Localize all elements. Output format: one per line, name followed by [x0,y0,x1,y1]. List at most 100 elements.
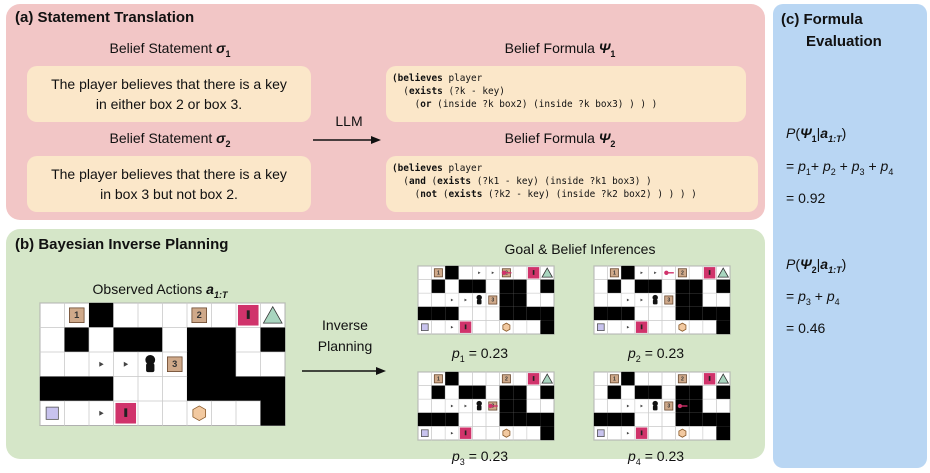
wall [445,266,459,280]
wall [445,372,459,386]
box-icon [677,374,687,384]
box-label: 1 [437,270,440,276]
wall [113,327,138,352]
door-keyhole [464,324,467,330]
hypothesis-prob-2: p2 = 0.23 [628,345,685,364]
box-icon [664,401,674,411]
player-body [476,405,482,411]
wall [187,327,212,352]
grid-cell [540,398,555,414]
wall [621,266,635,280]
gem-square-icon [421,323,429,331]
wall [702,306,717,321]
gem-square-icon [597,429,605,437]
wall [418,412,432,427]
box-icon [433,268,443,278]
box-icon [664,295,674,305]
wall [607,385,622,400]
wall [716,426,730,440]
wall [40,376,65,401]
hypothesis-prob-4: p4 = 0.23 [628,448,685,467]
gem-square-icon [597,323,605,331]
box-icon [488,295,498,305]
wall [513,385,527,400]
player-icon [476,400,482,407]
wall [499,412,514,427]
wall [675,385,690,400]
gem-hexagon-icon [502,322,511,332]
grid-cell [540,292,555,308]
box-label: 3 [667,404,670,410]
key-shaft [681,405,688,407]
inferences-label: Goal & Belief Inferences [504,241,656,257]
wall [260,401,285,426]
wall [499,385,514,400]
arrow-right-icon [450,298,454,302]
formula-line: (believes player [392,163,483,174]
gem-hexagon-icon [678,322,687,332]
eval-2-sum: = p3 + p4 [786,288,840,307]
wall [211,352,236,377]
wall [526,412,541,427]
wall [689,293,703,307]
key-icon [488,403,493,409]
box-label: 2 [197,310,202,320]
gem-hexagon-icon [502,428,511,438]
arrow-right-icon [123,361,129,367]
wall [689,306,703,321]
wall [513,412,527,427]
grid-cell [716,398,731,414]
box-label: 1 [437,376,440,382]
wall [716,306,730,321]
eval-1-result: = 0.92 [786,190,826,206]
arrow-right-icon [640,271,643,275]
arrow-right-icon [313,136,381,144]
gem-triangle-icon [262,305,283,324]
panel-b-title: (b) Bayesian Inverse Planning [15,236,229,253]
wall [458,385,473,400]
player-icon [476,294,482,301]
arrow-right-icon [640,298,643,302]
wall [472,385,486,400]
player-icon [652,294,658,301]
wall [513,306,527,321]
wall [607,412,622,427]
wall [689,279,703,294]
belief-formula-1-label: Belief Formula Ψ1 [504,40,616,59]
arrow-right-icon [464,404,467,408]
wall [675,279,690,294]
wall [540,306,554,321]
key-icon [664,270,669,275]
arrow-right-icon [626,431,630,435]
formula-line: (exists (?k - key) [392,86,505,97]
gem-triangle-icon [717,373,730,384]
arrow-right-icon [491,271,495,275]
wall [499,293,514,307]
box-label: 2 [681,376,684,382]
key-shaft [505,272,512,274]
eval-1-sum: = p1+ p2 + p3 + p4 [786,158,894,177]
wall [445,412,459,427]
arrow-right-icon [654,271,657,275]
box-icon [68,307,85,323]
wall [716,412,730,427]
hypothesis-map-3: 123 [417,371,555,441]
key-icon [677,403,683,409]
key-shaft [667,272,674,274]
wall [540,279,554,294]
wall [621,412,635,427]
wall [513,279,527,294]
player-icon [652,400,658,407]
arrow-right-icon [450,431,454,435]
panel-a-title: (a) Statement Translation [15,9,195,26]
gem-triangle-icon [717,267,730,278]
belief-statement-1-label: Belief Statement σ1 [109,40,231,59]
box-label: 2 [505,376,508,382]
wall [689,399,703,413]
wall [499,279,514,294]
wall [431,385,446,400]
wall [594,306,608,321]
wall [689,412,703,427]
wall [64,327,89,352]
